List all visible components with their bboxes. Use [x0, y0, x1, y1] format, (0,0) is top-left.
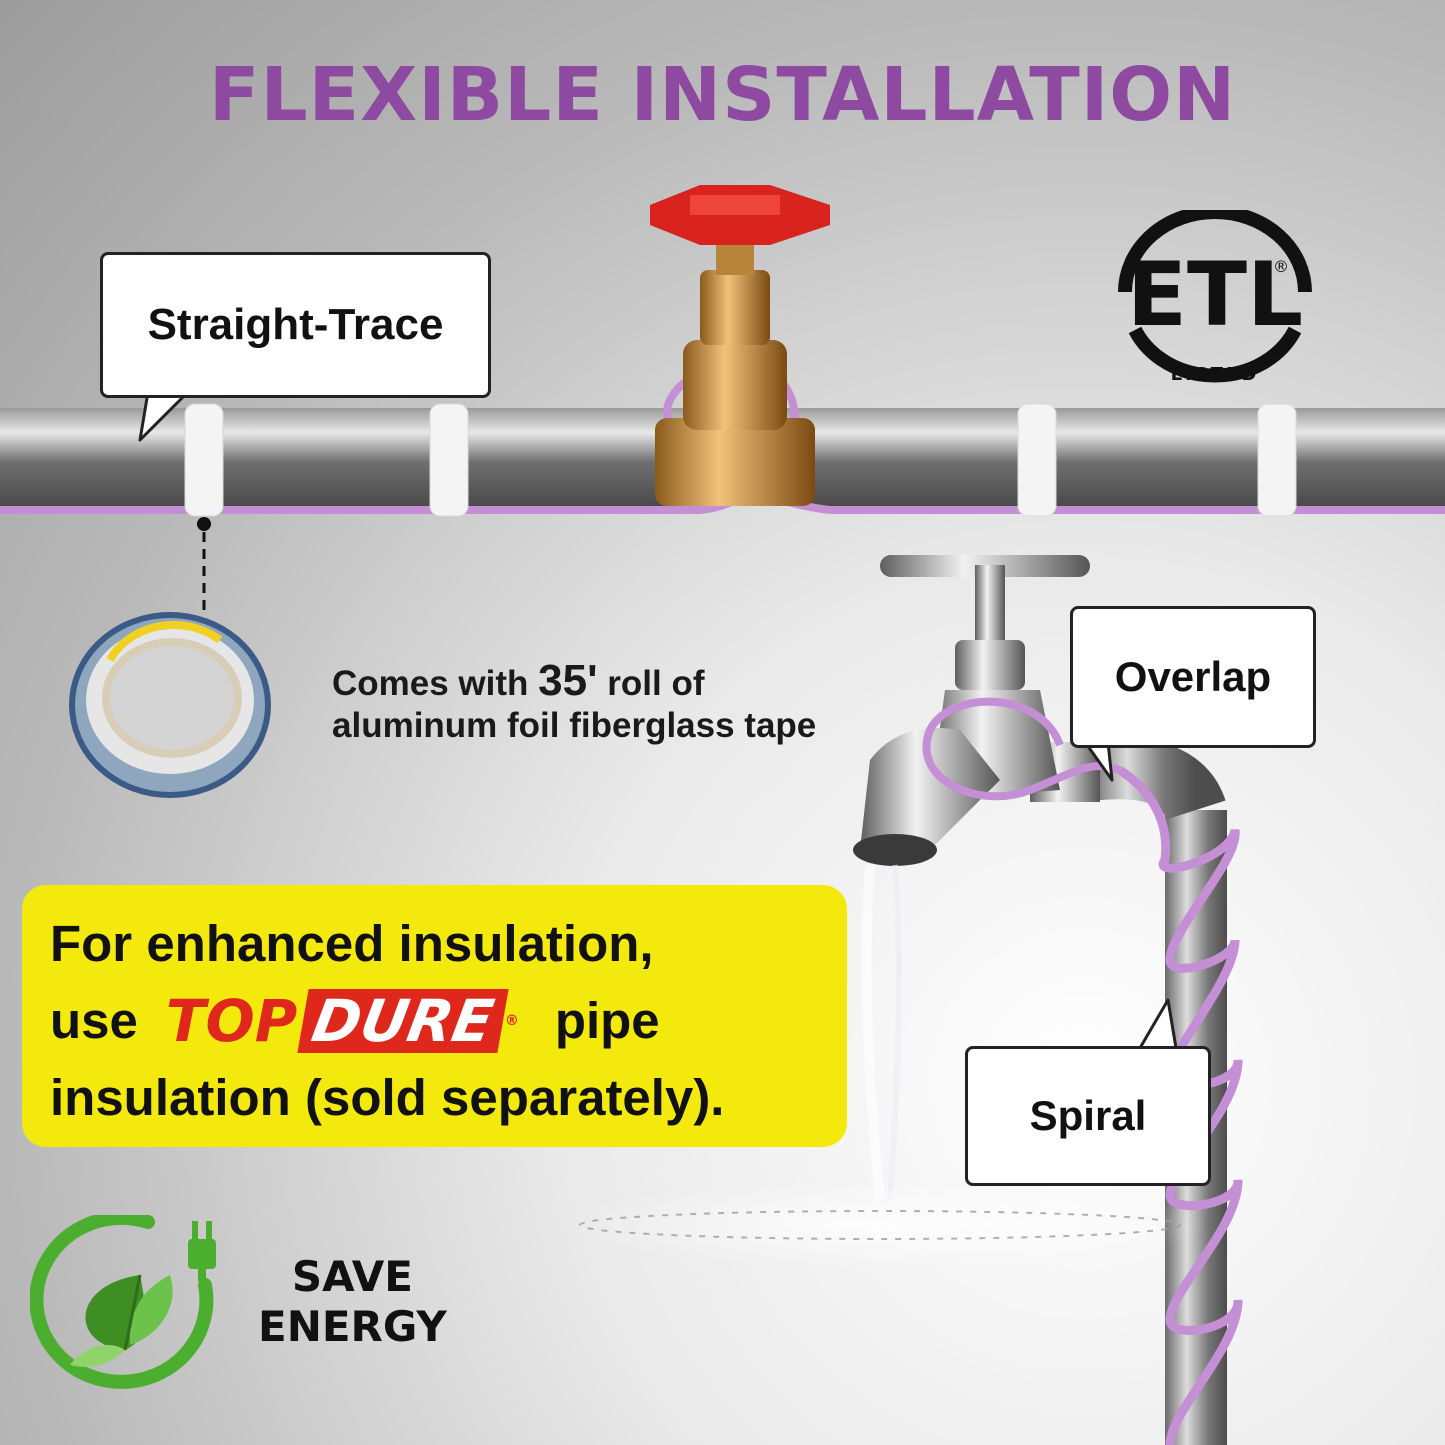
callout-spiral: Spiral	[965, 1046, 1211, 1186]
tape-bands	[184, 403, 1297, 517]
tape-description: Comes with 35' roll of aluminum foil fib…	[332, 659, 817, 747]
gate-valve	[650, 185, 830, 506]
tape-roll-image	[69, 612, 271, 798]
brand-part1: TOP	[165, 986, 298, 1055]
leaf-plug-icon	[30, 1215, 216, 1389]
brand-part2: DURE	[297, 987, 509, 1055]
page-title: FLEXIBLE INSTALLATION	[208, 52, 1237, 138]
heat-cable-overlap	[922, 697, 1122, 801]
etl-registered: ®	[1273, 257, 1289, 276]
promo-pipe: pipe	[554, 992, 660, 1049]
etl-listed-logo: ETL LISTED ®	[1118, 210, 1312, 385]
tape-suffix: roll of	[607, 664, 705, 703]
insulation-promo: For enhanced insulation, use TOP DURE ® …	[22, 885, 847, 1147]
faucet	[853, 555, 1090, 866]
heat-cable-spiral	[1117, 766, 1243, 1445]
etl-mark: ETL	[1127, 243, 1303, 346]
callout-straight-trace: Straight-Trace	[100, 252, 491, 398]
callout-overlap: Overlap	[1070, 606, 1316, 748]
brand-registered-mark: ®	[504, 1012, 519, 1029]
tape-prefix: Comes with	[332, 664, 529, 703]
topdure-logo: TOP DURE ®	[165, 986, 519, 1055]
promo-line1: For enhanced insulation,	[50, 915, 654, 972]
water-stream	[550, 864, 1210, 1270]
promo-line2: use TOP DURE ® pipe	[50, 982, 847, 1059]
save-energy-line1: SAVE	[291, 1252, 413, 1301]
etl-listed-text: LISTED	[1171, 364, 1260, 385]
promo-use: use	[50, 992, 138, 1049]
tape-line2: aluminum foil fiberglass tape	[332, 706, 817, 745]
promo-line3: insulation (sold separately).	[50, 1069, 725, 1126]
save-energy-line2: ENERGY	[258, 1302, 447, 1351]
tape-length: 35'	[538, 656, 598, 705]
save-energy-label: SAVE ENERGY	[258, 1252, 447, 1352]
